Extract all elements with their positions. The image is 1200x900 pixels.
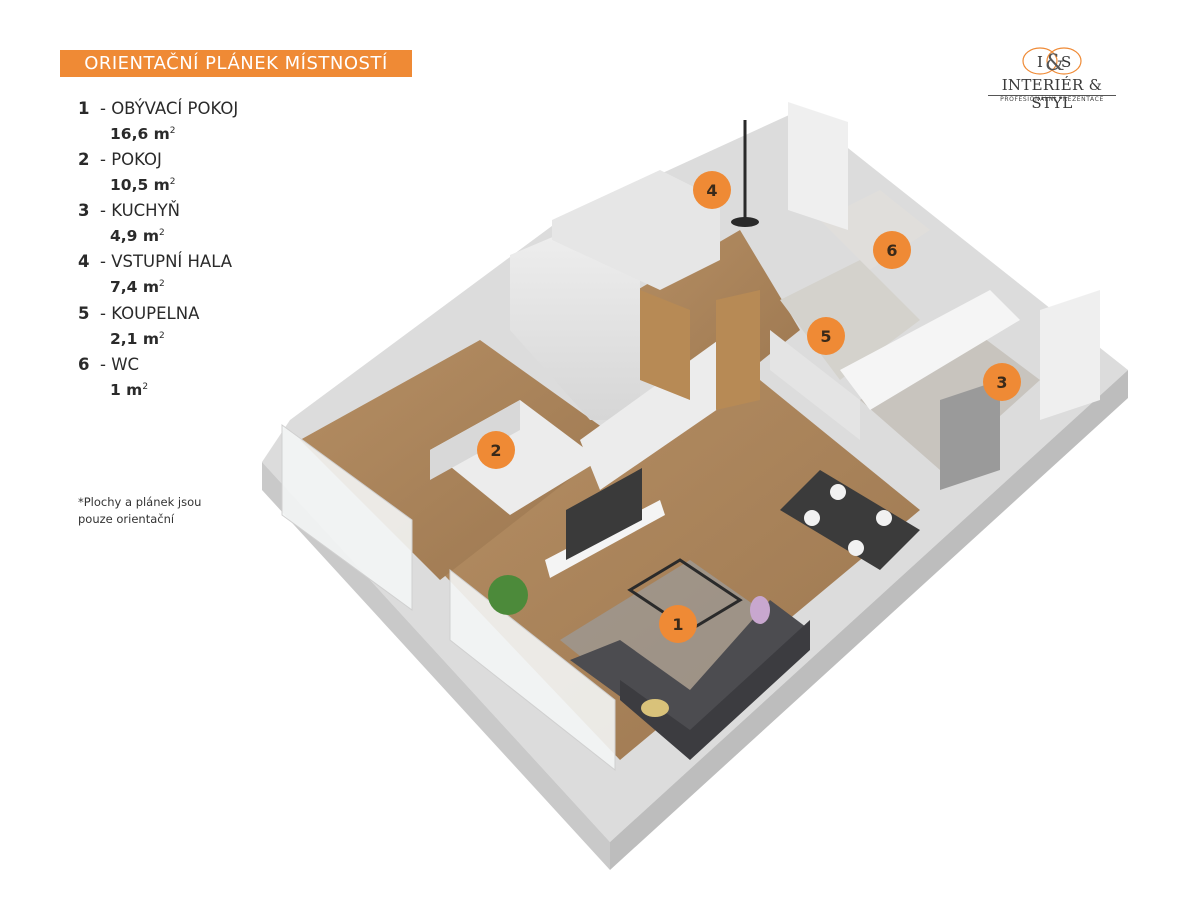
legend-room-area: 10,5 m2: [110, 176, 176, 195]
legend-room-name: - POKOJ: [100, 150, 162, 170]
svg-text:&: &: [1045, 51, 1065, 76]
bedroom-living-wall: [580, 310, 760, 490]
fridge: [940, 380, 1000, 490]
plant: [488, 575, 528, 615]
brand-name: INTERIÉR & STYL: [1001, 76, 1103, 112]
badge-bathroom: 5: [807, 317, 845, 355]
left-balcony-glass: [281, 424, 413, 611]
dining-plate: [848, 540, 864, 556]
legend-number: 3: [78, 201, 90, 221]
room-legend: 1 - OBÝVACÍ POKOJ 16,6 m2 2 - POKOJ 10,5…: [78, 98, 338, 405]
svg-text:5: 5: [820, 327, 831, 346]
cushion: [641, 699, 669, 717]
svg-text:6: 6: [886, 241, 897, 260]
legend-room-name: - KOUPELNA: [100, 303, 200, 323]
outer-wall-right: [610, 370, 1128, 870]
badge-hall: 4: [693, 171, 731, 209]
badge-kitchen: 3: [983, 363, 1021, 401]
coat-stand-base: [731, 217, 759, 227]
legend-number: 6: [78, 354, 90, 374]
badge-living: 1: [659, 605, 697, 643]
badge-bedroom: 2: [477, 431, 515, 469]
legend-room-name: - VSTUPNÍ HALA: [100, 252, 233, 272]
legend-number: 1: [78, 99, 90, 118]
front-balcony-glass: [449, 568, 616, 772]
page-title: ORIENTAČNÍ PLÁNEK MÍSTNOSTÍ: [60, 50, 412, 77]
legend-room-name: - OBÝVACÍ POKOJ: [100, 99, 239, 118]
legend-item-wc: 6 - WC 1 m2: [78, 354, 338, 401]
svg-text:2: 2: [490, 441, 501, 460]
kitchen-counter: [840, 290, 1020, 410]
svg-text:I: I: [1037, 53, 1043, 71]
dining-plate: [830, 484, 846, 500]
tv-screen: [566, 468, 642, 560]
sofa-seat: [570, 600, 810, 740]
legend-number: 2: [78, 150, 90, 170]
sofa-back: [620, 620, 810, 760]
kitchen-tall-unit: [1040, 290, 1100, 420]
svg-text:4: 4: [706, 181, 717, 200]
bathroom-wall: [770, 330, 860, 440]
legend-room-name: - KUCHYŇ: [100, 201, 181, 221]
legend-room-area: 7,4 m2: [110, 278, 165, 297]
dining-plate: [804, 510, 820, 526]
legend-item-hall: 4 - VSTUPNÍ HALA 7,4 m2: [78, 251, 338, 298]
brand-tagline: PROFESIONÁLNÍ PREZENTACE: [1000, 96, 1104, 103]
logo-divider: [988, 95, 1116, 96]
legend-room-area: 1 m2: [110, 380, 149, 399]
dining-plate: [876, 510, 892, 526]
legend-number: 5: [78, 303, 90, 323]
legend-item-bathroom: 5 - KOUPELNA 2,1 m2: [78, 303, 338, 350]
svg-text:3: 3: [996, 373, 1007, 392]
footnote: *Plochy a plánek jsou pouze orientační: [78, 495, 202, 526]
monogram-icon: I & S: [1022, 47, 1082, 76]
entrance-door-frame: [788, 102, 848, 230]
hall-wardrobe: [552, 170, 720, 290]
legend-room-area: 16,6 m2: [110, 125, 176, 144]
bedroom-door: [640, 290, 690, 400]
bed-headboard: [430, 400, 520, 480]
badge-wc: 6: [873, 231, 911, 269]
legend-room-area: 2,1 m2: [110, 329, 165, 348]
legend-room-area: 4,9 m2: [110, 227, 165, 246]
legend-item-bedroom: 2 - POKOJ 10,5 m2: [78, 149, 338, 196]
dining-table: [780, 470, 920, 570]
legend-number: 4: [78, 252, 90, 272]
svg-text:S: S: [1061, 53, 1071, 71]
bathroom-door: [716, 290, 760, 410]
svg-text:1: 1: [672, 615, 683, 634]
cushion: [750, 596, 770, 624]
brand-logo: I & S INTERIÉR & STYL PROFESIONÁLNÍ PREZ…: [982, 46, 1122, 112]
kitchen-floor: [860, 320, 1040, 470]
legend-item-kitchen: 3 - KUCHYŇ 4,9 m2: [78, 200, 338, 247]
legend-room-name: - WC: [100, 354, 140, 374]
bathroom-floor: [780, 260, 920, 380]
legend-item-living: 1 - OBÝVACÍ POKOJ 16,6 m2: [78, 98, 338, 145]
